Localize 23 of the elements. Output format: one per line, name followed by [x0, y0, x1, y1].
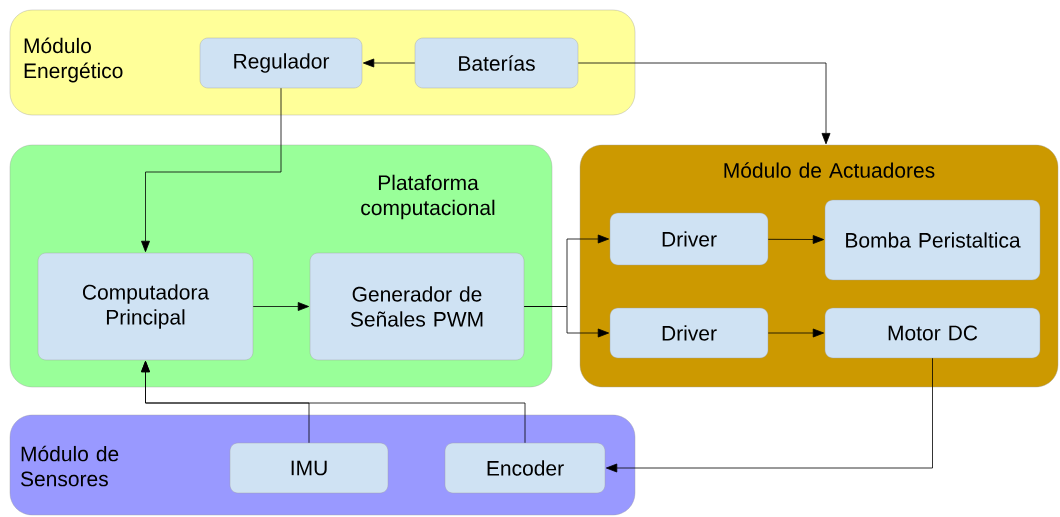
- process-box: IMU: [229, 442, 389, 494]
- arrow: [767, 235, 825, 244]
- arrow: [362, 58, 416, 68]
- process-box: Motor DC: [824, 307, 1041, 359]
- arrow: [252, 302, 310, 311]
- process-box: Bomba Peristaltica: [824, 199, 1041, 281]
- process-box: Computadora Principal: [37, 252, 254, 361]
- process-box: Driver: [609, 212, 769, 266]
- arrow: [141, 360, 526, 444]
- process-box: Generador de Señales PWM: [309, 252, 525, 361]
- arrow: [141, 87, 282, 253]
- process-box: Regulador: [199, 37, 363, 89]
- process-box: Driver: [609, 307, 769, 359]
- arrow: [605, 357, 933, 473]
- arrow: [523, 306, 610, 338]
- arrow: [767, 328, 825, 338]
- arrow: [577, 62, 831, 145]
- process-box: Encoder: [444, 442, 606, 494]
- module-title: Plataforma computacional: [361, 174, 495, 220]
- module-title: Módulo de Sensores: [20, 445, 119, 487]
- process-box: Baterías: [414, 37, 579, 89]
- module-title: Módulo de Actuadores: [724, 162, 935, 178]
- module-title: Módulo Energético: [24, 37, 123, 83]
